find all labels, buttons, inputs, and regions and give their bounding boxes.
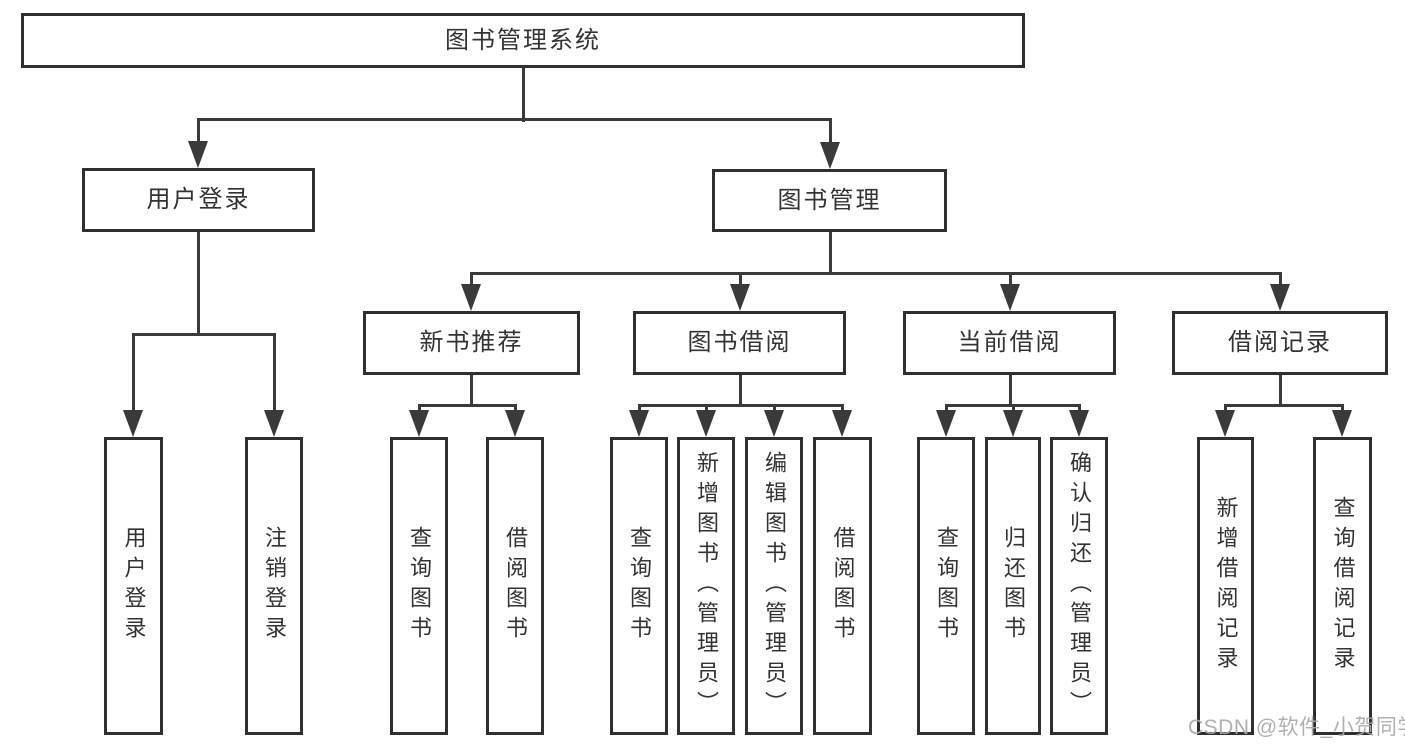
node-label-borrowing-records: 借阅记录 bbox=[1228, 329, 1332, 356]
node-label-book-borrowing: 图书借阅 bbox=[687, 329, 792, 356]
node-label-leaf-user-login: 用户登录 bbox=[121, 526, 147, 646]
node-label-leaf-logout: 注销登录 bbox=[262, 526, 287, 646]
arrowhead-down-icon bbox=[1332, 410, 1352, 437]
connector-line bbox=[705, 404, 708, 415]
node-leaf-query-book-1: 查询图书 bbox=[390, 437, 448, 735]
node-leaf-edit-book-admin: 编辑图书（管理员） bbox=[745, 437, 803, 735]
node-label-leaf-edit-book-admin: 编辑图书（管理员） bbox=[762, 451, 787, 721]
node-leaf-logout: 注销登录 bbox=[245, 437, 303, 735]
node-leaf-borrow-book-1: 借阅图书 bbox=[486, 437, 544, 735]
arrowhead-down-icon bbox=[264, 410, 284, 437]
arrowhead-down-icon bbox=[123, 410, 143, 437]
arrowhead-down-icon bbox=[1215, 410, 1235, 437]
connector-line bbox=[829, 231, 832, 275]
node-leaf-return-book: 归还图书 bbox=[985, 437, 1041, 735]
arrowhead-down-icon bbox=[1270, 284, 1290, 311]
connector-line bbox=[197, 231, 200, 336]
arrowhead-down-icon bbox=[188, 141, 208, 168]
node-label-leaf-confirm-return-admin: 确认归还（管理员） bbox=[1067, 451, 1092, 721]
connector-line bbox=[522, 67, 525, 122]
connector-line bbox=[418, 404, 421, 415]
node-label-leaf-add-book-admin: 新增图书（管理员） bbox=[694, 451, 719, 721]
node-label-leaf-query-book-2: 查询图书 bbox=[627, 526, 652, 646]
node-label-current-borrowing: 当前借阅 bbox=[957, 329, 1062, 356]
connector-line bbox=[739, 374, 742, 407]
connector-line bbox=[1224, 404, 1227, 415]
arrowhead-down-icon bbox=[1069, 410, 1089, 437]
node-new-book-recommend: 新书推荐 bbox=[363, 311, 580, 375]
node-leaf-confirm-return-admin: 确认归还（管理员） bbox=[1050, 437, 1108, 735]
arrowhead-down-icon bbox=[820, 142, 840, 169]
connector-line bbox=[945, 404, 948, 415]
node-leaf-query-book-2: 查询图书 bbox=[610, 437, 668, 735]
node-leaf-add-borrow-record: 新增借阅记录 bbox=[1197, 437, 1254, 735]
connector-line bbox=[1341, 404, 1344, 415]
node-label-leaf-query-book-1: 查询图书 bbox=[407, 526, 432, 646]
connector-line bbox=[470, 272, 473, 290]
connector-line bbox=[470, 272, 1281, 275]
node-label-leaf-query-book-3: 查询图书 bbox=[934, 526, 959, 646]
node-leaf-add-book-admin: 新增图书（管理员） bbox=[677, 437, 735, 735]
connector-line bbox=[470, 374, 473, 407]
connector-line bbox=[1279, 272, 1282, 290]
connector-line bbox=[1012, 404, 1015, 415]
connector-line bbox=[739, 272, 742, 290]
node-user-login: 用户登录 bbox=[82, 168, 315, 232]
arrowhead-down-icon bbox=[461, 284, 481, 311]
node-leaf-query-book-3: 查询图书 bbox=[917, 437, 975, 735]
connector-line bbox=[132, 333, 275, 336]
connector-line bbox=[1279, 374, 1282, 407]
node-root-system: 图书管理系统 bbox=[21, 13, 1025, 68]
connector-line bbox=[1224, 404, 1343, 407]
connector-line bbox=[1009, 374, 1012, 407]
arrowhead-down-icon bbox=[832, 410, 852, 437]
connector-line bbox=[638, 404, 641, 415]
arrowhead-down-icon bbox=[696, 410, 716, 437]
node-label-leaf-query-borrow-record: 查询借阅记录 bbox=[1330, 496, 1356, 676]
arrowhead-down-icon bbox=[505, 410, 525, 437]
arrowhead-down-icon bbox=[1000, 284, 1020, 311]
node-current-borrowing: 当前借阅 bbox=[903, 311, 1116, 375]
connector-line bbox=[418, 404, 516, 407]
node-leaf-user-login: 用户登录 bbox=[104, 437, 163, 735]
node-book-management: 图书管理 bbox=[712, 169, 947, 232]
node-book-borrowing: 图书借阅 bbox=[633, 311, 846, 375]
node-label-leaf-borrow-book-2: 借阅图书 bbox=[830, 526, 856, 646]
connector-line bbox=[841, 404, 844, 415]
node-leaf-query-borrow-record: 查询借阅记录 bbox=[1313, 437, 1372, 735]
connector-line bbox=[197, 118, 831, 121]
node-label-leaf-return-book: 归还图书 bbox=[1001, 526, 1026, 646]
connector-line bbox=[1078, 404, 1081, 415]
connector-line bbox=[1009, 272, 1012, 290]
connector-line bbox=[197, 118, 200, 148]
connector-line bbox=[638, 404, 843, 407]
connector-line bbox=[273, 333, 276, 415]
arrowhead-down-icon bbox=[764, 410, 784, 437]
connector-line bbox=[132, 333, 135, 415]
arrowhead-down-icon bbox=[1003, 410, 1023, 437]
node-label-root-system: 图书管理系统 bbox=[445, 26, 601, 54]
arrowhead-down-icon bbox=[409, 410, 429, 437]
watermark: CSDN @软件_小贺同学 bbox=[1188, 716, 1405, 739]
node-label-leaf-add-borrow-record: 新增借阅记录 bbox=[1213, 496, 1239, 676]
arrowhead-down-icon bbox=[730, 284, 750, 311]
node-leaf-borrow-book-2: 借阅图书 bbox=[813, 437, 872, 735]
node-label-book-management: 图书管理 bbox=[777, 186, 882, 214]
node-label-user-login: 用户登录 bbox=[146, 186, 251, 213]
arrowhead-down-icon bbox=[629, 410, 649, 437]
node-borrowing-records: 借阅记录 bbox=[1172, 311, 1388, 375]
connector-line bbox=[514, 404, 517, 415]
node-label-leaf-borrow-book-1: 借阅图书 bbox=[503, 526, 528, 646]
connector-line bbox=[829, 118, 832, 148]
node-label-new-book-recommend: 新书推荐 bbox=[419, 329, 524, 356]
arrowhead-down-icon bbox=[936, 410, 956, 437]
connector-line bbox=[773, 404, 776, 415]
